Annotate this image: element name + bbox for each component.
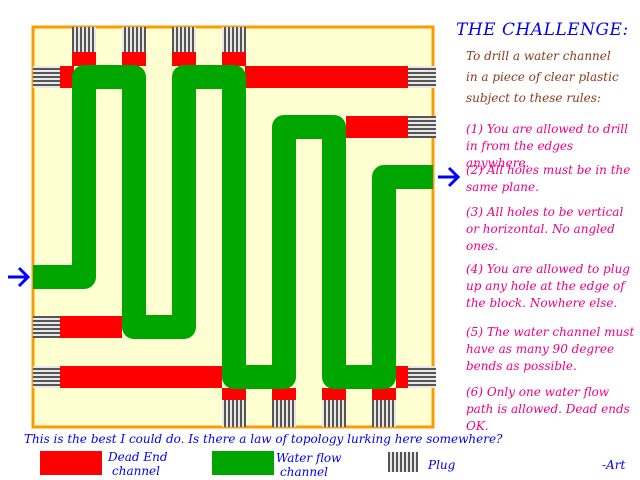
legend-plug-label: Plug (428, 458, 456, 472)
dead-end-col4 (222, 52, 246, 66)
plug-top-3 (172, 27, 196, 52)
challenge-title: THE CHALLENGE: (456, 20, 629, 40)
legend-water-label-1: Water flow (276, 451, 342, 465)
dead-end-col7 (322, 388, 346, 400)
dead-end-col8 (372, 388, 396, 400)
plugs (33, 27, 436, 427)
plug-top-1 (72, 27, 96, 52)
rule-4: (4) You are allowed to plug up any hole … (466, 262, 630, 310)
dead-end-col6 (272, 388, 296, 400)
rule-5: (5) The water channel must have as many … (466, 325, 635, 373)
plug-bottom-4 (372, 400, 396, 427)
plug-bottom-3 (322, 400, 346, 427)
signature: -Art (602, 458, 626, 472)
legend-dead-end-swatch (40, 451, 102, 475)
rule-1: (1) You are allowed to drill in from the… (466, 122, 628, 170)
plug-left-1 (33, 66, 60, 88)
plug-left-3 (33, 366, 60, 388)
water-flow-channel (33, 65, 433, 389)
inflow-arrow-icon (8, 266, 31, 288)
plug-right-1 (408, 66, 436, 88)
legend-dead-end-label-1: Dead End (108, 450, 168, 464)
plug-right-2 (408, 116, 436, 138)
dead-end-bottom (60, 366, 222, 388)
plug-bottom-1 (222, 400, 246, 427)
caption: This is the best I could do. Is there a … (24, 432, 503, 446)
dead-end-mid-right (346, 116, 408, 138)
dead-end-col5 (222, 388, 246, 400)
plug-top-4 (222, 27, 246, 52)
plug-top-2 (122, 27, 146, 52)
outflow-arrow-icon (438, 166, 461, 188)
legend-water-label-2: channel (280, 465, 328, 479)
dead-end-top-left (60, 66, 74, 88)
plug-left-2 (33, 316, 60, 338)
intro-line-3: subject to these rules: (466, 91, 601, 105)
plug-bottom-2 (272, 400, 296, 427)
dead-end-left (60, 316, 122, 338)
rule-3: (3) All holes to be vertical or horizont… (466, 205, 624, 253)
rule-2: (2) All holes must be in the same plane. (466, 163, 631, 194)
dead-end-top-right (245, 66, 408, 88)
legend-plug-swatch (388, 452, 418, 472)
plug-right-3 (408, 366, 436, 388)
intro-line-2: in a piece of clear plastic (466, 70, 619, 84)
dead-end-col3 (172, 52, 196, 66)
legend-dead-end-label-2: channel (112, 464, 160, 478)
dead-end-col1 (72, 52, 96, 66)
dead-end-bottom-right (396, 366, 408, 388)
rule-6: (6) Only one water flow path is allowed.… (466, 385, 630, 433)
intro-line-1: To drill a water channel (466, 49, 611, 63)
dead-end-channels (60, 52, 408, 400)
dead-end-col2 (122, 52, 146, 66)
legend-water-swatch (212, 451, 274, 475)
